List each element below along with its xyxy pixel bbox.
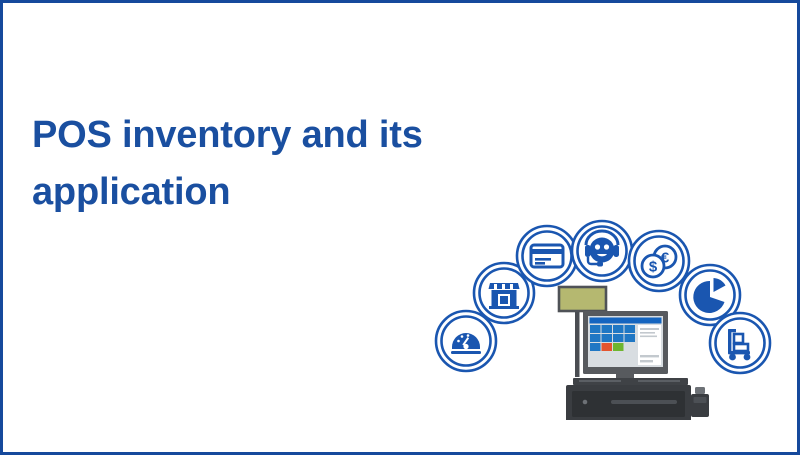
euro-symbol: € bbox=[661, 250, 670, 267]
storefront-icon bbox=[488, 283, 520, 309]
pos-illustration: € $ bbox=[433, 215, 783, 420]
page-title: POS inventory and its application bbox=[32, 107, 502, 221]
coins-icon: € $ bbox=[640, 244, 678, 279]
icon-currency: € $ bbox=[627, 229, 691, 293]
card-reader bbox=[691, 387, 709, 417]
gauge-icon bbox=[451, 333, 481, 354]
pos-terminal bbox=[557, 285, 709, 420]
pos-screen-receipt-panel bbox=[638, 325, 661, 365]
page-title-line-2: application bbox=[32, 171, 231, 213]
pos-screen-tiles bbox=[590, 325, 635, 351]
page-title-line-1: POS inventory and its bbox=[32, 114, 423, 156]
icon-storefront bbox=[472, 261, 536, 325]
credit-card-icon bbox=[529, 243, 565, 269]
drawer-lock-icon bbox=[582, 399, 588, 405]
drawer-slot bbox=[611, 400, 677, 404]
icon-pie-chart bbox=[678, 263, 742, 327]
pos-keyboard bbox=[573, 378, 688, 385]
dollar-symbol: $ bbox=[649, 259, 658, 276]
icon-logistics bbox=[708, 311, 772, 375]
cash-drawer bbox=[566, 385, 691, 420]
pie-chart-icon bbox=[693, 278, 726, 313]
pos-monitor bbox=[583, 311, 668, 382]
icon-gauge bbox=[434, 309, 498, 373]
icon-customer-support bbox=[570, 219, 634, 283]
icon-credit-card bbox=[515, 224, 579, 288]
hand-truck-icon bbox=[728, 329, 751, 361]
headset-icon bbox=[584, 229, 620, 267]
customer-display bbox=[557, 285, 608, 377]
